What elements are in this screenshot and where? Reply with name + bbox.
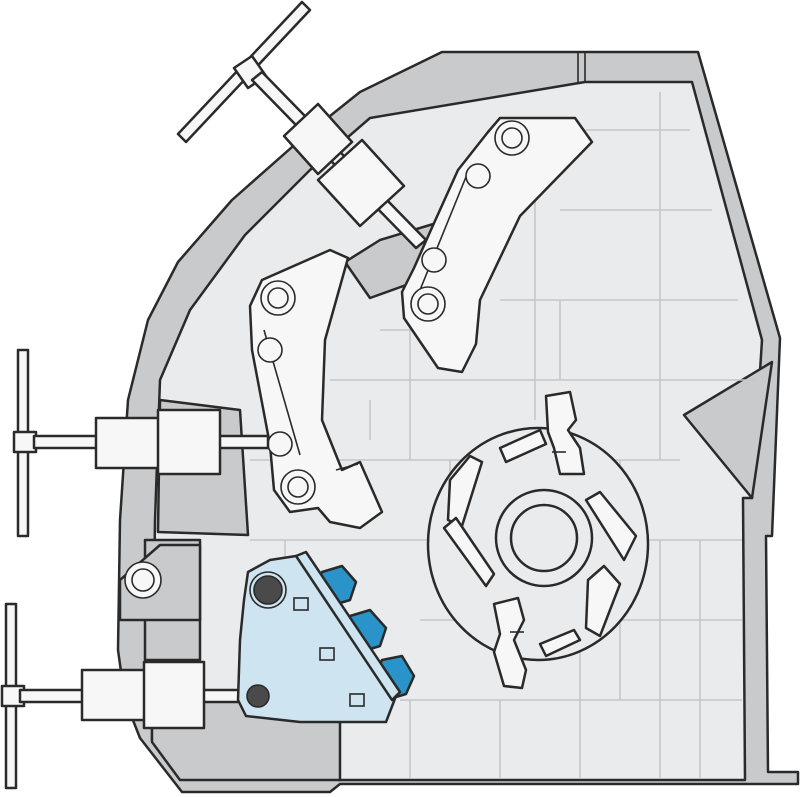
pivot-pin: [260, 280, 296, 316]
housing-pivot: [118, 543, 202, 622]
rotor: [426, 390, 650, 690]
upper-breaker-plate: [400, 116, 594, 374]
upper-adjustment-screw: [176, 0, 428, 250]
middle-adjustment-screw: [12, 348, 270, 538]
pivot-pin: [410, 286, 446, 322]
pivot-pin: [494, 120, 530, 156]
rotor-hammer: [544, 390, 586, 476]
lower-breaker-plate: [248, 248, 384, 530]
pivot-pin: [280, 469, 316, 505]
rotor-hammer: [492, 596, 528, 690]
blow-bar: [442, 428, 638, 658]
hammer-bracket: [236, 550, 416, 724]
